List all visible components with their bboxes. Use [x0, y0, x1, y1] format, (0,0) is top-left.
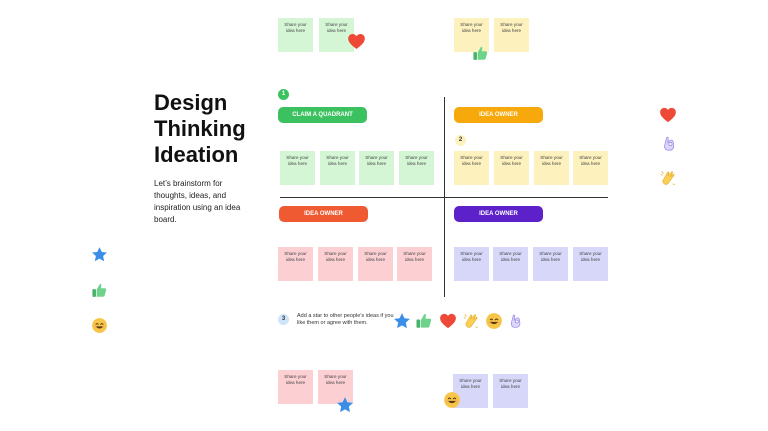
note-text: Share your idea here — [365, 155, 388, 166]
note-text: Share your idea here — [284, 251, 307, 262]
star-icon[interactable] — [336, 396, 354, 414]
horizontal-divider — [280, 197, 608, 198]
note-text: Share your idea here — [460, 22, 483, 33]
smiley-icon[interactable] — [443, 391, 461, 409]
note-text: Share your idea here — [499, 251, 522, 262]
note-text: Share your idea here — [460, 155, 483, 166]
heart-icon[interactable] — [347, 32, 366, 51]
note-text: Share your idea here — [540, 155, 563, 166]
smiley-icon[interactable] — [485, 312, 503, 330]
sticky-note[interactable]: Share your idea here — [454, 151, 489, 185]
note-text: Share your idea here — [326, 155, 349, 166]
heart-icon[interactable] — [659, 106, 677, 124]
note-text: Share your idea here — [579, 251, 602, 262]
claim-quadrant-button[interactable]: CLAIM A QUADRANT — [278, 107, 367, 123]
title-line: Thinking — [154, 116, 246, 141]
step3-instructions: Add a star to other people’s ideas if yo… — [297, 313, 394, 326]
thumbs-up-icon[interactable] — [472, 45, 489, 62]
sticky-note[interactable]: Share your idea here — [573, 247, 608, 281]
step-badge-1: 1 — [278, 89, 289, 100]
title-line: Ideation — [154, 142, 239, 167]
sticky-note[interactable]: Share your idea here — [494, 151, 529, 185]
sticky-note[interactable]: Share your idea here — [320, 151, 355, 185]
sticky-note[interactable]: Share your idea here — [573, 151, 608, 185]
sticky-note[interactable]: Share your idea here — [319, 18, 354, 52]
note-text: Share your idea here — [286, 155, 309, 166]
note-text: Share your idea here — [324, 374, 347, 385]
note-text: Share your idea here — [284, 374, 307, 385]
sticky-note[interactable]: Share your idea here — [494, 18, 529, 52]
note-text: Share your idea here — [403, 251, 426, 262]
note-text: Share your idea here — [459, 378, 482, 389]
sticky-note[interactable]: Share your idea here — [278, 247, 313, 281]
step-badge-3: 3 — [278, 314, 289, 325]
sticky-note[interactable]: Share your idea here — [454, 18, 489, 52]
sticky-note[interactable]: Share your idea here — [278, 370, 313, 404]
ok-hand-icon[interactable] — [660, 135, 677, 152]
sticky-note[interactable]: Share your idea here — [493, 247, 528, 281]
note-text: Share your idea here — [500, 155, 523, 166]
sticky-note[interactable]: Share your idea here — [359, 151, 394, 185]
sticky-note[interactable]: Share your idea here — [280, 151, 315, 185]
sticky-note[interactable]: Share your idea here — [399, 151, 434, 185]
sticky-note[interactable]: Share your idea here — [358, 247, 393, 281]
idea-owner-button-yellow[interactable]: IDEA OWNER — [454, 107, 543, 123]
step-badge-2: 2 — [455, 135, 466, 146]
sticky-note[interactable]: Share your idea here — [318, 370, 353, 404]
note-text: Share your idea here — [284, 22, 307, 33]
note-text: Share your idea here — [579, 155, 602, 166]
idea-owner-button-red[interactable]: IDEA OWNER — [279, 206, 368, 222]
note-text: Share your idea here — [364, 251, 387, 262]
title-line: Design — [154, 90, 228, 115]
sticky-note[interactable]: Share your idea here — [533, 247, 568, 281]
star-icon[interactable] — [393, 312, 411, 330]
sticky-note[interactable]: Share your idea here — [534, 151, 569, 185]
ok-hand-icon[interactable] — [507, 313, 523, 329]
note-text: Share your idea here — [324, 251, 347, 262]
thumbs-up-icon[interactable] — [415, 312, 433, 330]
sticky-note[interactable]: Share your idea here — [454, 247, 489, 281]
note-text: Share your idea here — [325, 22, 348, 33]
star-icon[interactable] — [91, 246, 108, 263]
sticky-note[interactable]: Share your idea here — [318, 247, 353, 281]
idea-owner-button-purple[interactable]: IDEA OWNER — [454, 206, 543, 222]
note-text: Share your idea here — [539, 251, 562, 262]
clapping-hands-icon[interactable] — [659, 169, 677, 187]
note-text: Share your idea here — [499, 378, 522, 389]
sticky-note[interactable]: Share your idea here — [278, 18, 313, 52]
page-title: Design Thinking Ideation — [154, 90, 284, 168]
note-text: Share your idea here — [500, 22, 523, 33]
smiley-icon[interactable] — [91, 317, 108, 334]
sticky-note[interactable]: Share your idea here — [493, 374, 528, 408]
thumbs-up-icon[interactable] — [91, 282, 108, 299]
heart-icon[interactable] — [439, 312, 457, 330]
note-text: Share your idea here — [460, 251, 483, 262]
clapping-hands-icon[interactable] — [462, 312, 480, 330]
description: Let’s brainstorm for thoughts, ideas, an… — [154, 179, 241, 224]
note-text: Share your idea here — [405, 155, 428, 166]
sticky-note[interactable]: Share your idea here — [397, 247, 432, 281]
